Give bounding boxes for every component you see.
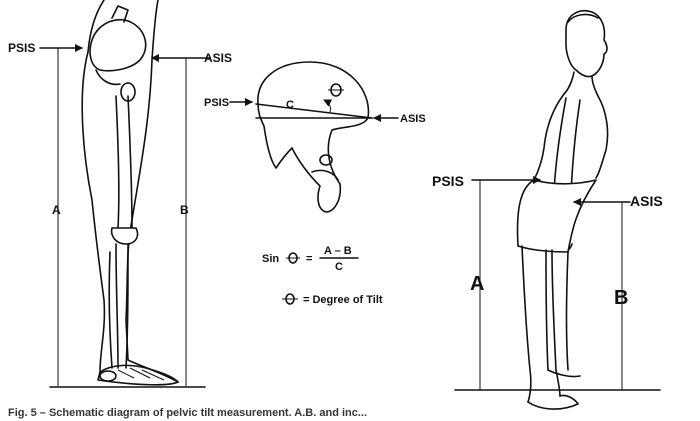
middle-asis-label: ASIS: [400, 113, 426, 125]
sine-formula: Sin = A – B C: [262, 245, 359, 273]
right-a-label: A: [470, 273, 484, 295]
standing-man-figure: [454, 10, 661, 410]
middle-measurements: [229, 98, 399, 122]
right-measurements: [471, 176, 631, 390]
formula-denominator: C: [335, 261, 343, 273]
figure-caption: Fig. 5 – Schematic diagram of pelvic til…: [8, 407, 367, 419]
right-psis-label: PSIS: [432, 173, 464, 189]
right-b-label: B: [614, 287, 628, 309]
pelvis-figure: [255, 61, 373, 213]
formula-sin: Sin: [262, 253, 279, 265]
left-a-label: A: [52, 203, 61, 217]
formula-equals: =: [306, 253, 312, 265]
middle-psis-label: PSIS: [204, 97, 229, 109]
formula-numerator: A – B: [324, 245, 352, 257]
legend: = Degree of Tilt: [282, 293, 383, 306]
left-b-label: B: [180, 203, 189, 217]
left-psis-label: PSIS: [8, 41, 35, 55]
middle-c-label: C: [286, 99, 294, 111]
right-asis-label: ASIS: [630, 193, 663, 209]
left-leg-figure: [49, 0, 206, 388]
legend-text: = Degree of Tilt: [303, 294, 383, 306]
left-asis-label: ASIS: [204, 51, 232, 65]
left-measurements: [39, 44, 211, 386]
